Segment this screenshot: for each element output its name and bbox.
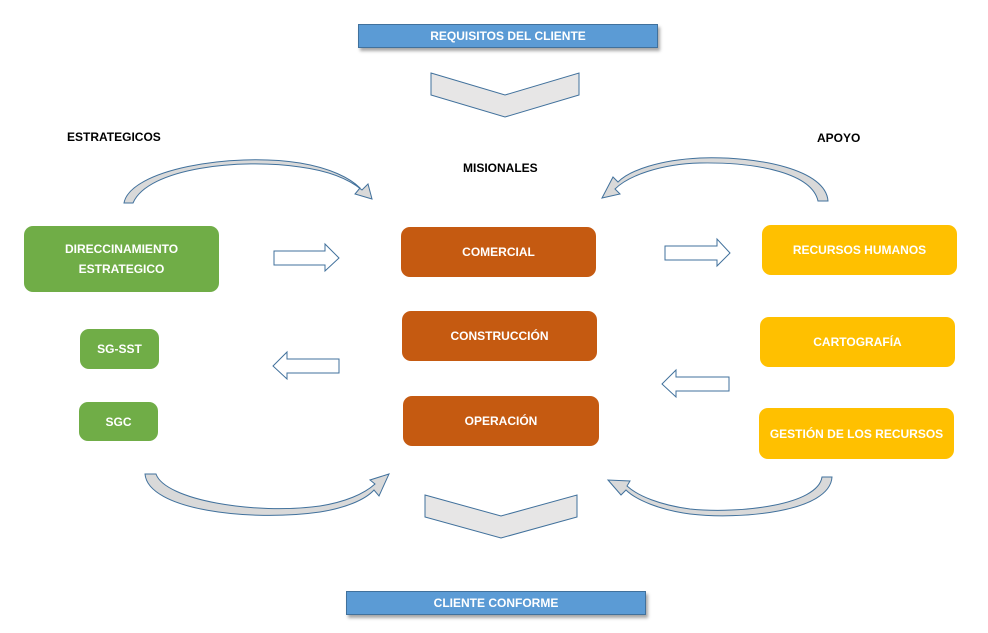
construccion-box[interactable]: CONSTRUCCIÓN	[402, 311, 597, 361]
gestion-de-los-recursos-box[interactable]: GESTIÓN DE LOS RECURSOS	[759, 408, 954, 459]
direccionamiento-estrategico-box[interactable]: DIRECCINAMIENTO ESTRATEGICO	[24, 226, 219, 292]
curved-arrow-strategic-to-missional	[123, 159, 373, 204]
cliente-conforme-banner: CLIENTE CONFORME	[346, 591, 646, 615]
arrow-right-comercial-to-support	[664, 237, 731, 268]
cartografia-box[interactable]: CARTOGRAFÍA	[760, 317, 955, 367]
requisitos-del-cliente-banner: REQUISITOS DEL CLIENTE	[358, 24, 658, 48]
comercial-box[interactable]: COMERCIAL	[401, 227, 596, 277]
chevron-down-top-icon	[430, 72, 580, 118]
apoyo-heading: APOYO	[817, 131, 861, 145]
curved-arrow-bottom-left	[144, 473, 390, 516]
operacion-box[interactable]: OPERACIÓN	[403, 396, 599, 446]
chevron-down-bottom-icon	[424, 494, 578, 539]
arrow-right-strategic-to-comercial	[273, 242, 340, 273]
arrow-left-missional-to-strategic	[272, 350, 340, 381]
misionales-heading: MISIONALES	[463, 161, 538, 175]
recursos-humanos-box[interactable]: RECURSOS HUMANOS	[762, 225, 957, 275]
curved-arrow-support-to-missional	[601, 157, 829, 202]
curved-arrow-bottom-right	[606, 476, 833, 517]
estrategicos-heading: ESTRATEGICOS	[67, 130, 161, 144]
sg-sst-box[interactable]: SG-SST	[80, 329, 159, 369]
arrow-left-support-to-missional	[661, 368, 730, 399]
sgc-box[interactable]: SGC	[79, 402, 158, 441]
